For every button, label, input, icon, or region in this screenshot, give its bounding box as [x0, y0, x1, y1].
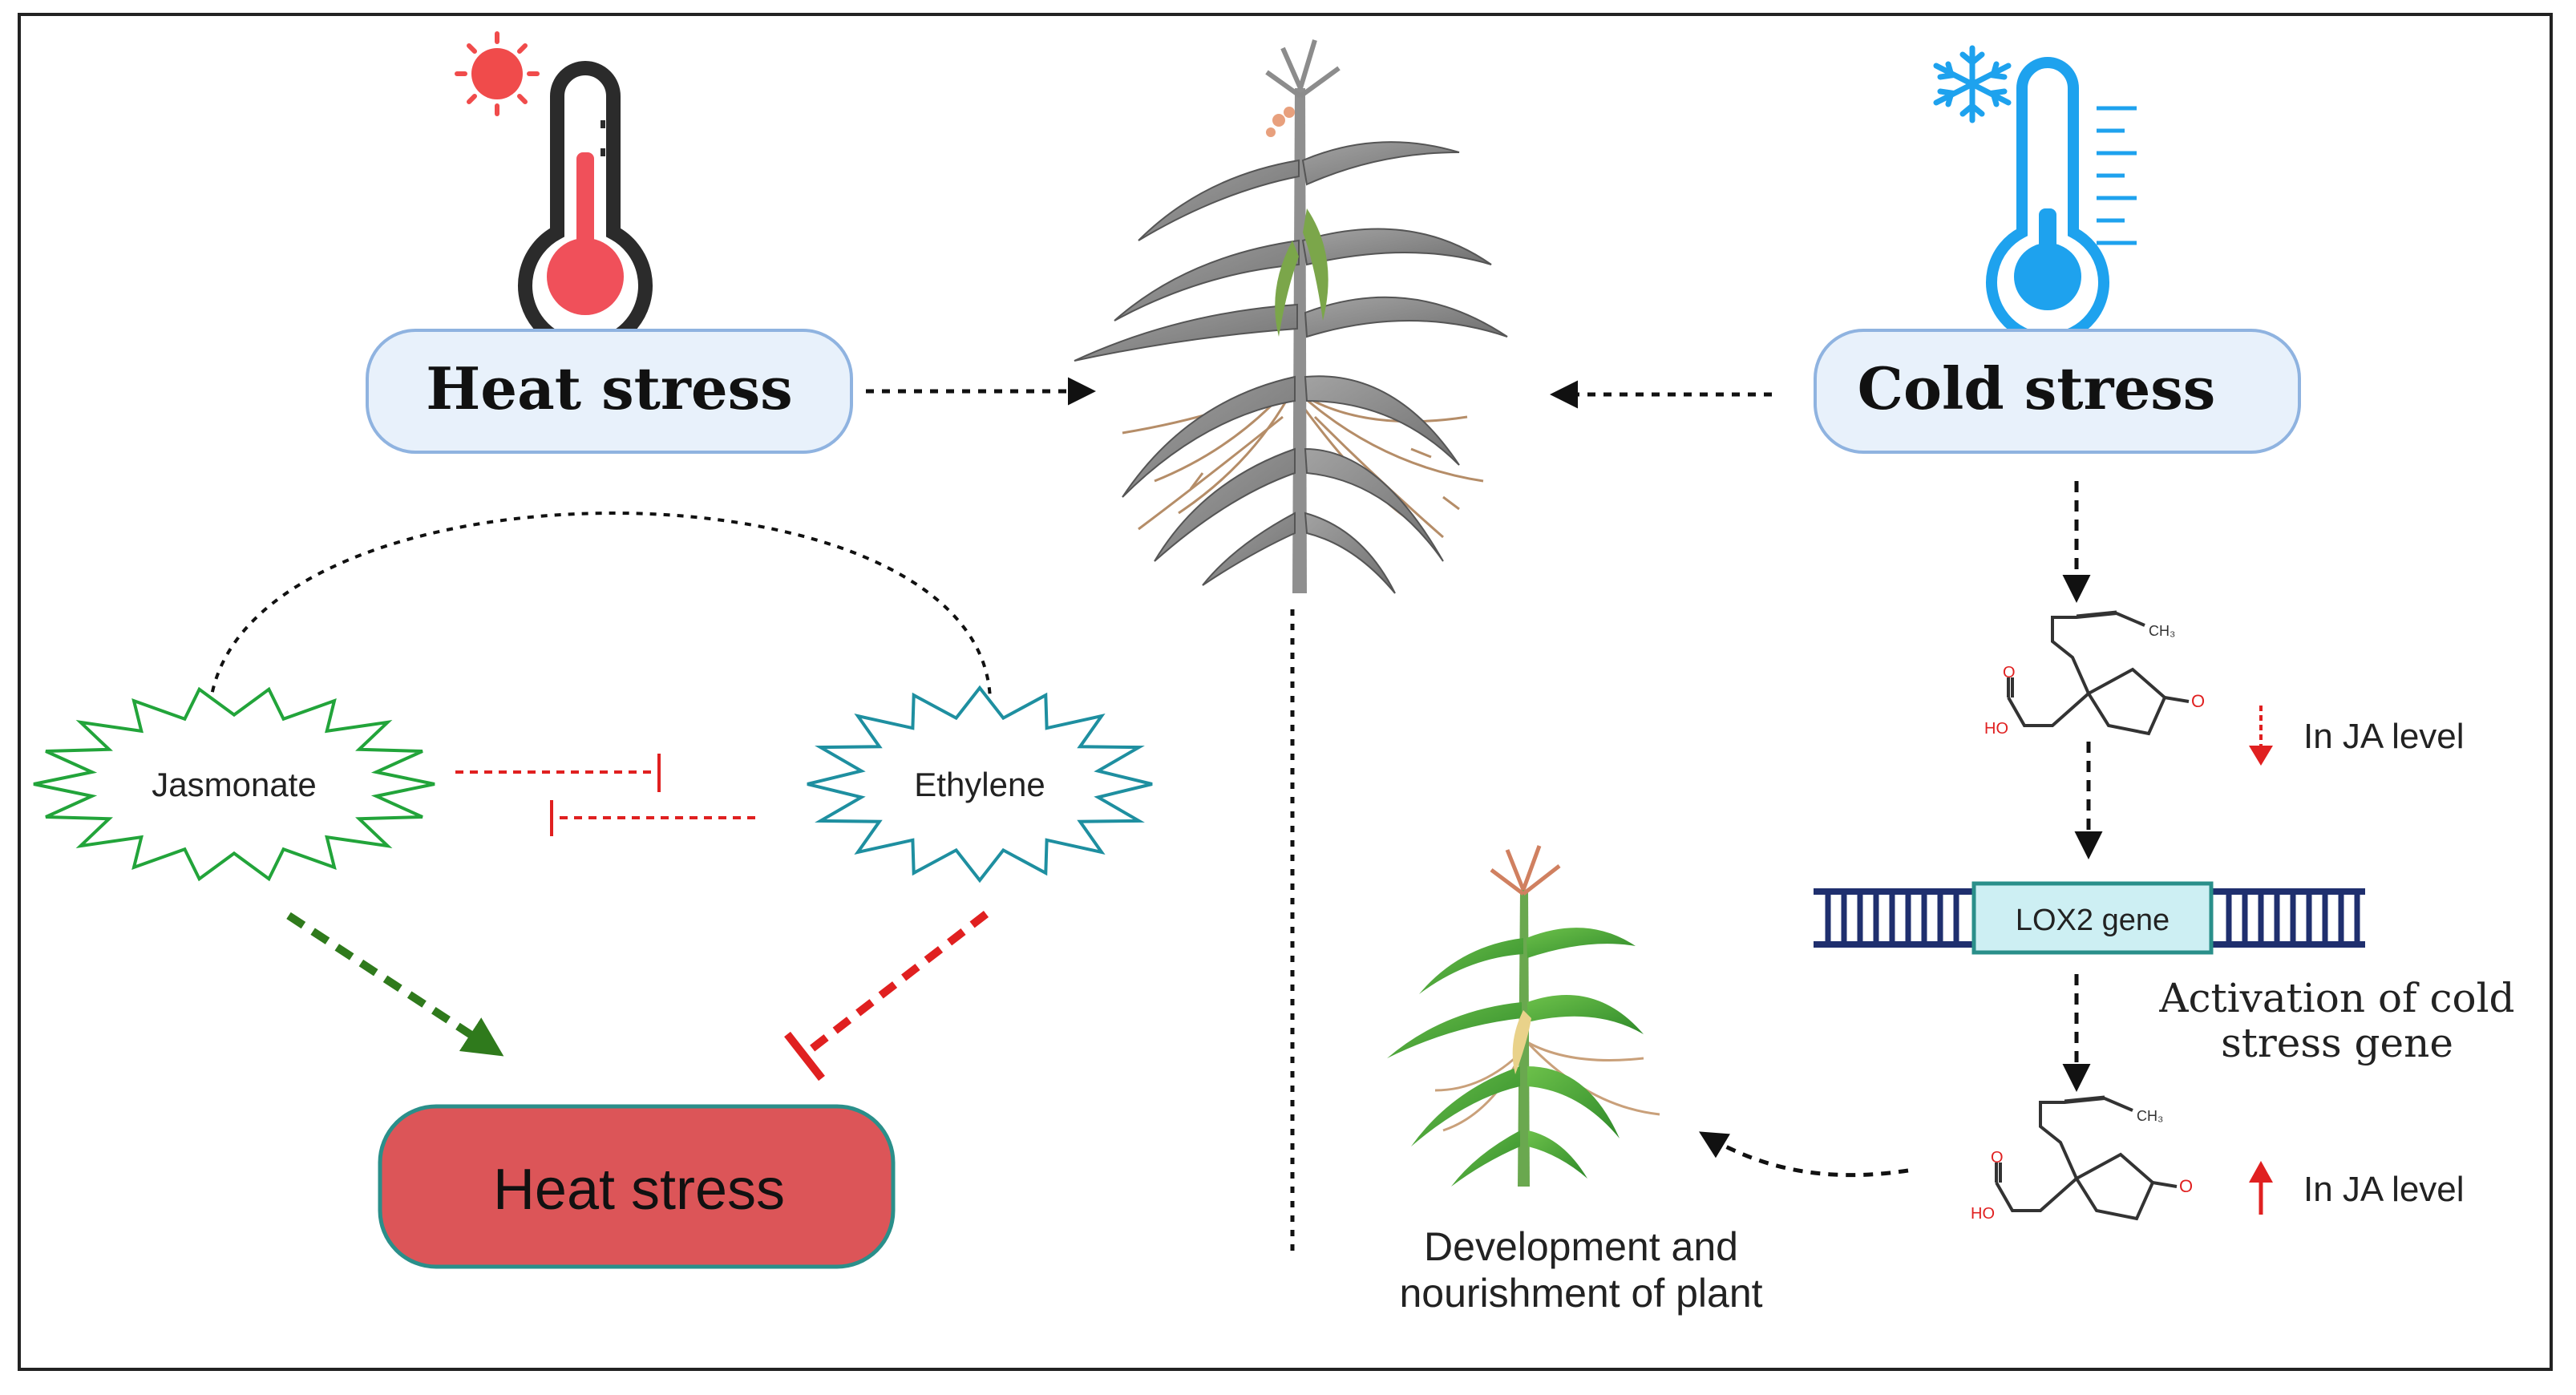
lox2-gene-box: LOX2 gene — [1971, 881, 2214, 955]
maize-plant-green — [1387, 845, 1660, 1187]
interaction-arc — [208, 512, 993, 706]
sun-icon — [455, 31, 540, 116]
development-label-line1: Development and — [1424, 1224, 1738, 1269]
ja-bottom-ketone: O — [2179, 1176, 2193, 1196]
ja-bottom-hydroxyl: HO — [1971, 1205, 1995, 1223]
ja-top-methyl: CH₃ — [2149, 623, 2175, 639]
arrow-ja-to-plant — [1698, 1131, 1909, 1178]
maize-plant-gray — [1074, 39, 1508, 594]
jasmonate-label: Jasmonate — [152, 766, 316, 803]
inhibit-ethylene-to-heat — [784, 911, 989, 1082]
ja-top-hydroxyl: HO — [1984, 720, 2008, 738]
ethylene-label: Ethylene — [914, 766, 1045, 803]
ja-top-carbonyl: O — [2003, 664, 2016, 681]
ja-increase-label: In JA level — [2303, 1170, 2465, 1209]
ethylene-starburst: Ethylene — [807, 685, 1153, 884]
ja-bottom-carbonyl: O — [1991, 1149, 2004, 1167]
mutual-inhibition — [455, 754, 755, 836]
dna-strand — [1814, 888, 2365, 948]
development-label-line2: nourishment of plant — [1399, 1271, 1762, 1316]
ja-top-ketone: O — [2191, 691, 2205, 711]
arrow-jasmonate-to-heat — [286, 912, 504, 1057]
lox2-gene-label: LOX2 gene — [2016, 904, 2170, 937]
activation-label-line2: stress gene — [2221, 1020, 2453, 1066]
jasmonic-acid-structure-bottom — [1995, 1095, 2178, 1221]
ja-decrease-indicator: In JA level — [2249, 706, 2465, 766]
snowflake-icon — [1933, 45, 2012, 123]
thermometer-hot-icon — [518, 61, 653, 354]
heat-stress-result-label: Heat stress — [493, 1158, 785, 1222]
jasmonate-starburst: Jasmonate — [33, 686, 435, 882]
thermometer-cold-icon — [1986, 57, 2137, 345]
figure-border — [18, 13, 2553, 1371]
ja-increase-indicator: In JA level — [2249, 1161, 2465, 1215]
ja-decrease-label: In JA level — [2303, 717, 2465, 756]
heat-stress-result-box: Heat stress — [378, 1104, 896, 1269]
cold-stress-label: Cold stress — [1858, 354, 2216, 423]
cold-stress-label-box: Cold stress — [1814, 329, 2301, 454]
heat-stress-label-box: Heat stress — [366, 329, 853, 454]
activation-label-line1: Activation of cold — [2158, 975, 2514, 1021]
heat-stress-label: Heat stress — [426, 354, 792, 423]
jasmonic-acid-structure-top — [2007, 610, 2190, 736]
ja-bottom-methyl: CH₃ — [2137, 1108, 2163, 1124]
